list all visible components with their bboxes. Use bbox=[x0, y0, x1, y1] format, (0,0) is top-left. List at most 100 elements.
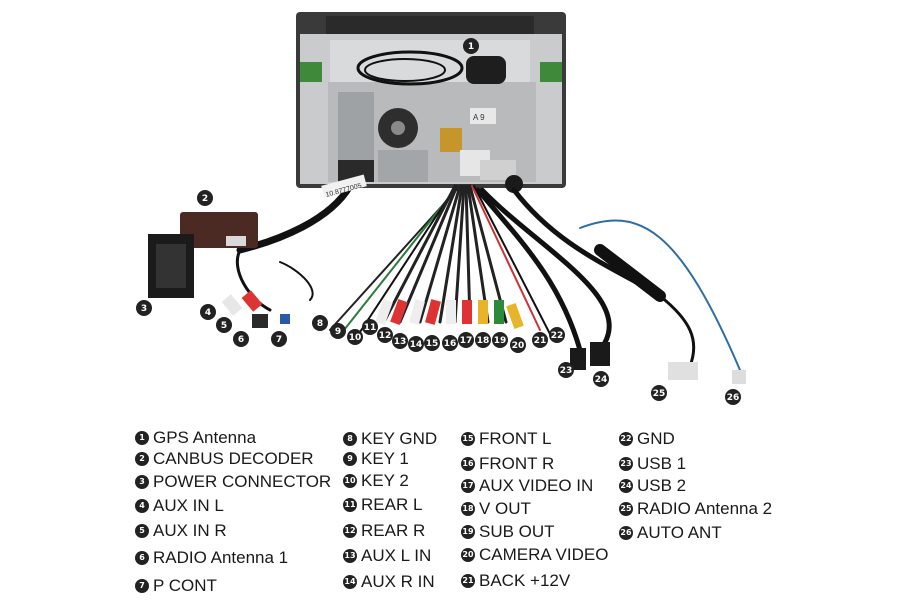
rca-14 bbox=[425, 299, 441, 325]
callout-7: 7 bbox=[271, 331, 287, 347]
svg-text:20: 20 bbox=[512, 341, 525, 351]
svg-text:6: 6 bbox=[238, 335, 244, 345]
callout-21: 21 bbox=[532, 332, 548, 348]
svg-text:21: 21 bbox=[534, 336, 547, 346]
legend-badge: 22 bbox=[619, 431, 633, 446]
cables bbox=[235, 182, 741, 371]
p-cont-plug bbox=[280, 314, 290, 324]
legend-badge: 5 bbox=[135, 523, 149, 538]
callout-8: 8 bbox=[312, 315, 328, 331]
legend-badge: 19 bbox=[461, 524, 475, 539]
rca-17 bbox=[478, 300, 488, 324]
svg-text:10: 10 bbox=[349, 333, 362, 343]
callout-16: 16 bbox=[442, 335, 458, 351]
callouts: 1 2 3 4 5 6 7 8 9 10 11 12 13 14 15 16 1… bbox=[136, 38, 741, 405]
wiring-diagram: A 9 bbox=[136, 12, 746, 405]
svg-text:2: 2 bbox=[202, 194, 208, 204]
callout-11: 11 bbox=[362, 319, 378, 335]
legend-badge: 2 bbox=[135, 451, 149, 466]
legend-badge: 11 bbox=[343, 497, 357, 512]
harness-sticker bbox=[321, 174, 367, 198]
canbus-decoder bbox=[180, 212, 258, 248]
callout-25: 25 bbox=[651, 385, 667, 401]
svg-text:12: 12 bbox=[379, 331, 392, 341]
power-connector bbox=[148, 234, 194, 298]
callout-4: 4 bbox=[200, 304, 216, 320]
rca-15 bbox=[446, 300, 456, 324]
callout-26: 26 bbox=[725, 389, 741, 405]
callout-20: 20 bbox=[510, 337, 526, 353]
svg-text:8: 8 bbox=[317, 319, 323, 329]
callout-6: 6 bbox=[233, 331, 249, 347]
legend-badge: 6 bbox=[135, 550, 149, 565]
legend-badge: 21 bbox=[461, 573, 475, 588]
callout-10: 10 bbox=[347, 329, 363, 345]
rca-13 bbox=[409, 299, 425, 325]
svg-text:22: 22 bbox=[551, 331, 564, 341]
callout-2: 2 bbox=[197, 190, 213, 206]
svg-text:19: 19 bbox=[494, 336, 507, 346]
svg-text:18: 18 bbox=[477, 336, 490, 346]
callout-23: 23 bbox=[558, 362, 574, 378]
svg-text:15: 15 bbox=[426, 339, 439, 349]
callout-19: 19 bbox=[492, 332, 508, 348]
svg-text:16: 16 bbox=[444, 339, 457, 349]
usb-2-plug bbox=[590, 342, 610, 366]
svg-text:24: 24 bbox=[595, 375, 608, 385]
aux-in-r-plug bbox=[241, 290, 263, 312]
svg-text:4: 4 bbox=[205, 308, 211, 318]
svg-text:1: 1 bbox=[468, 42, 474, 52]
svg-text:7: 7 bbox=[276, 335, 282, 345]
callout-22: 22 bbox=[549, 327, 565, 343]
legend-badge: 26 bbox=[619, 525, 633, 540]
legend-badge: 14 bbox=[343, 574, 357, 589]
legend-badge: 20 bbox=[461, 547, 475, 562]
rca-19 bbox=[506, 303, 524, 329]
svg-text:14: 14 bbox=[410, 340, 423, 350]
svg-text:5: 5 bbox=[221, 321, 227, 331]
legend-badge: 13 bbox=[343, 548, 357, 563]
auto-ant-plug bbox=[732, 370, 746, 384]
legend-badge: 8 bbox=[343, 431, 357, 446]
svg-text:11: 11 bbox=[364, 323, 377, 333]
legend-badge: 4 bbox=[135, 498, 149, 513]
head-unit: A 9 bbox=[296, 12, 566, 193]
svg-text:26: 26 bbox=[727, 393, 740, 403]
rca-18 bbox=[494, 300, 504, 324]
usb-1-plug bbox=[570, 348, 586, 370]
callout-14: 14 bbox=[408, 336, 424, 352]
legend-badge: 7 bbox=[135, 578, 149, 593]
svg-text:17: 17 bbox=[460, 336, 473, 346]
legend-badge: 3 bbox=[135, 474, 149, 489]
rca-12 bbox=[390, 299, 408, 325]
callout-17: 17 bbox=[458, 332, 474, 348]
callout-15: 15 bbox=[424, 335, 440, 351]
callout-3: 3 bbox=[136, 300, 152, 316]
radio-antenna-1-plug bbox=[252, 314, 268, 328]
svg-text:3: 3 bbox=[141, 304, 147, 314]
svg-text:25: 25 bbox=[653, 389, 666, 399]
aux-in-l-plug bbox=[221, 294, 243, 316]
legend-badge: 10 bbox=[343, 473, 357, 488]
legend-badge: 12 bbox=[343, 523, 357, 538]
